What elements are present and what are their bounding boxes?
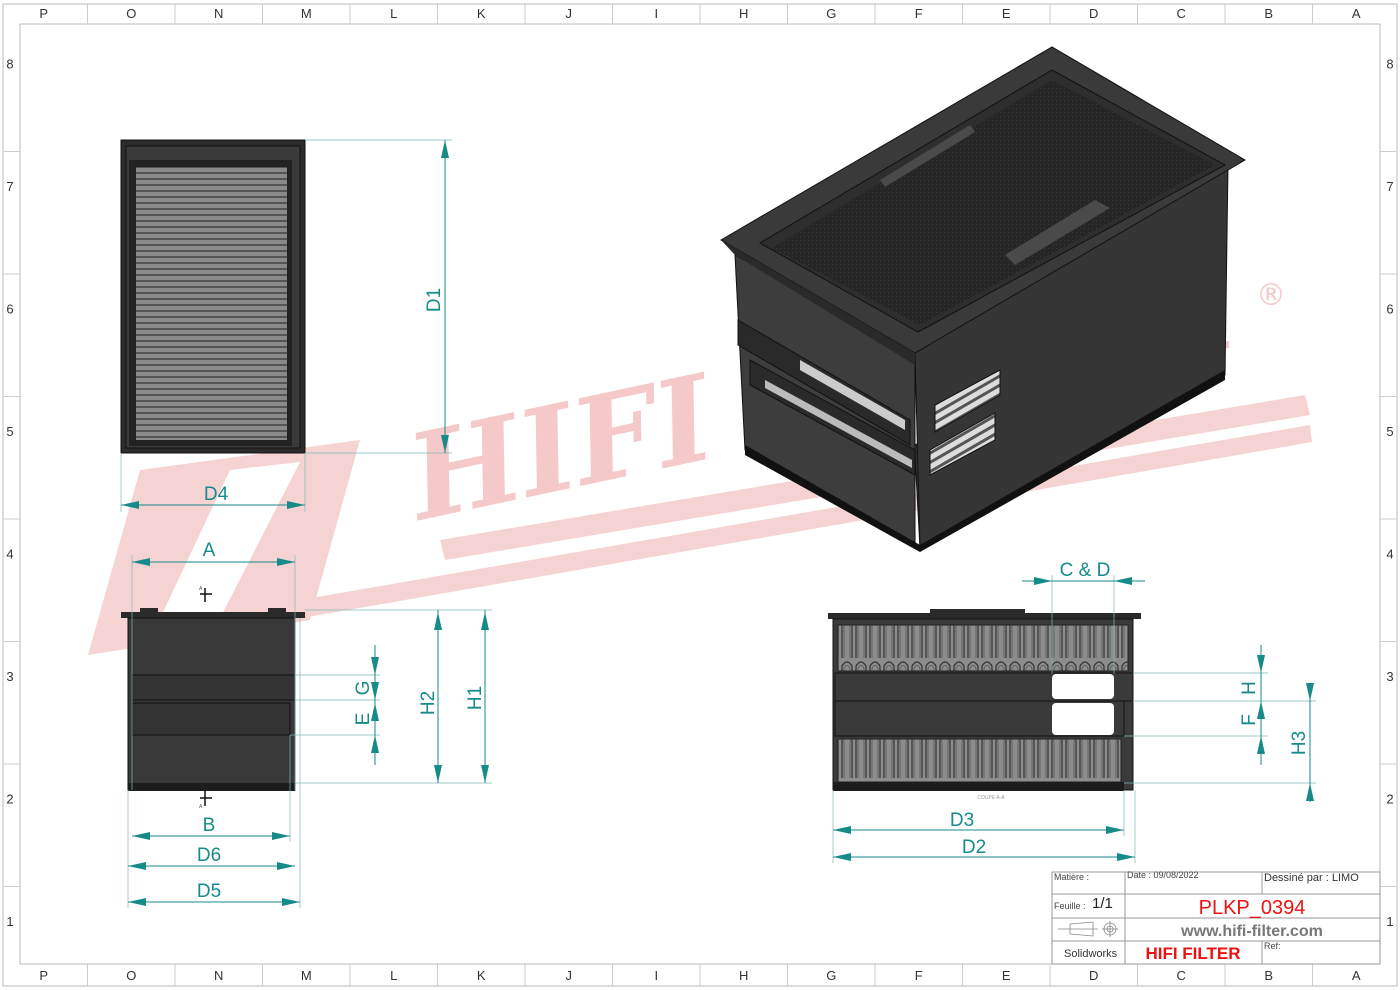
row-label-right-6: 6 bbox=[1386, 301, 1393, 316]
sheet-value: 1/1 bbox=[1092, 895, 1113, 912]
column-label-bottom-f: F bbox=[915, 968, 923, 983]
column-label-top-d: D bbox=[1089, 6, 1098, 21]
dimension-d6: D6 bbox=[127, 790, 295, 908]
column-label-bottom-m: M bbox=[301, 968, 312, 983]
dimension-g-e: G E bbox=[290, 645, 380, 765]
column-label-bottom-a: A bbox=[1352, 968, 1361, 983]
column-label-bottom-d: D bbox=[1089, 968, 1098, 983]
column-label-bottom-p: P bbox=[39, 968, 48, 983]
registered-mark: ® bbox=[1256, 278, 1286, 313]
isometric-view bbox=[720, 46, 1246, 552]
row-label-left-8: 8 bbox=[6, 56, 13, 71]
column-label-top-j: J bbox=[566, 6, 573, 21]
section-view: COUPE A-A bbox=[828, 609, 1141, 801]
dimension-d1: D1 bbox=[305, 139, 452, 454]
row-label-left-2: 2 bbox=[6, 791, 13, 806]
column-label-bottom-l: L bbox=[390, 968, 397, 983]
brand-name: HIFI FILTER bbox=[1145, 944, 1240, 963]
column-label-top-i: I bbox=[654, 6, 658, 21]
part-number: PLKP_0394 bbox=[1199, 897, 1306, 919]
column-label-bottom-o: O bbox=[126, 968, 136, 983]
section-marker-bottom: A bbox=[199, 804, 203, 810]
row-label-right-2: 2 bbox=[1386, 791, 1393, 806]
column-label-top-e: E bbox=[1002, 6, 1011, 21]
d6-label: D6 bbox=[197, 845, 221, 866]
c-and-d-label: C & D bbox=[1060, 560, 1111, 581]
column-label-top-p: P bbox=[39, 6, 48, 21]
column-label-bottom-n: N bbox=[214, 968, 223, 983]
material-label: Matière : bbox=[1054, 872, 1089, 882]
column-label-top-m: M bbox=[301, 6, 312, 21]
e-label: E bbox=[353, 713, 374, 726]
f-label: F bbox=[1239, 714, 1260, 726]
side-view: A A bbox=[121, 586, 305, 810]
dimension-b: B bbox=[132, 735, 291, 842]
dimension-h2-h1: H2 H1 bbox=[295, 609, 492, 784]
dimension-d4: D4 bbox=[120, 453, 306, 512]
d2-label: D2 bbox=[962, 837, 986, 858]
row-label-left-5: 5 bbox=[6, 424, 13, 439]
ref-label: Ref: bbox=[1264, 941, 1281, 951]
column-label-top-f: F bbox=[915, 6, 923, 21]
top-view bbox=[120, 139, 306, 454]
dimension-d5: D5 bbox=[128, 618, 301, 908]
row-label-right-1: 1 bbox=[1386, 914, 1393, 929]
section-marker-top: A bbox=[199, 586, 203, 592]
column-label-bottom-e: E bbox=[1002, 968, 1011, 983]
column-label-top-h: H bbox=[739, 6, 748, 21]
row-label-right-4: 4 bbox=[1386, 546, 1393, 561]
g-label: G bbox=[353, 681, 374, 696]
h2-label: H2 bbox=[418, 691, 439, 715]
d4-label: D4 bbox=[204, 484, 229, 505]
a-label: A bbox=[203, 540, 216, 561]
dimension-h-f-h3: H F H3 bbox=[1124, 645, 1316, 802]
column-label-top-n: N bbox=[214, 6, 223, 21]
drawn-by-label: Dessiné par : LIMO bbox=[1264, 872, 1359, 884]
sheet-label: Feuille : bbox=[1054, 901, 1086, 911]
row-label-left-4: 4 bbox=[6, 546, 13, 561]
column-label-top-k: K bbox=[477, 6, 486, 21]
d5-label: D5 bbox=[197, 881, 221, 902]
row-label-left-7: 7 bbox=[6, 179, 13, 194]
column-label-top-a: A bbox=[1352, 6, 1361, 21]
h1-label: H1 bbox=[465, 686, 486, 710]
software-label: Solidworks bbox=[1064, 948, 1118, 960]
date-label: Date : 09/08/2022 bbox=[1127, 870, 1199, 880]
projection-symbol-icon bbox=[1058, 921, 1118, 937]
column-label-top-g: G bbox=[826, 6, 836, 21]
row-label-left-6: 6 bbox=[6, 301, 13, 316]
website-link[interactable]: www.hifi-filter.com bbox=[1180, 923, 1323, 940]
row-label-right-5: 5 bbox=[1386, 424, 1393, 439]
column-label-bottom-h: H bbox=[739, 968, 748, 983]
h-label: H bbox=[1239, 681, 1260, 695]
dimension-a: A bbox=[131, 540, 296, 790]
column-label-bottom-b: B bbox=[1264, 968, 1273, 983]
h3-label: H3 bbox=[1289, 731, 1310, 755]
row-label-left-3: 3 bbox=[6, 669, 13, 684]
row-label-right-8: 8 bbox=[1386, 56, 1393, 71]
column-label-top-l: L bbox=[390, 6, 397, 21]
column-label-top-c: C bbox=[1177, 6, 1186, 21]
column-label-bottom-j: J bbox=[566, 968, 573, 983]
dimension-d3-d2: D3 D2 bbox=[832, 790, 1136, 863]
b-label: B bbox=[203, 815, 216, 836]
title-block: Matière : Date : 09/08/2022 Dessiné par … bbox=[1051, 870, 1381, 965]
d3-label: D3 bbox=[950, 810, 974, 831]
section-label: COUPE A-A bbox=[977, 795, 1005, 801]
dimension-c-and-d: C & D bbox=[1022, 560, 1145, 674]
column-label-top-b: B bbox=[1264, 6, 1273, 21]
column-label-bottom-i: I bbox=[654, 968, 658, 983]
column-label-bottom-c: C bbox=[1177, 968, 1186, 983]
d1-label: D1 bbox=[424, 288, 445, 312]
column-label-bottom-g: G bbox=[826, 968, 836, 983]
column-label-top-o: O bbox=[126, 6, 136, 21]
column-label-bottom-k: K bbox=[477, 968, 486, 983]
row-label-left-1: 1 bbox=[6, 914, 13, 929]
row-label-right-3: 3 bbox=[1386, 669, 1393, 684]
row-label-right-7: 7 bbox=[1386, 179, 1393, 194]
